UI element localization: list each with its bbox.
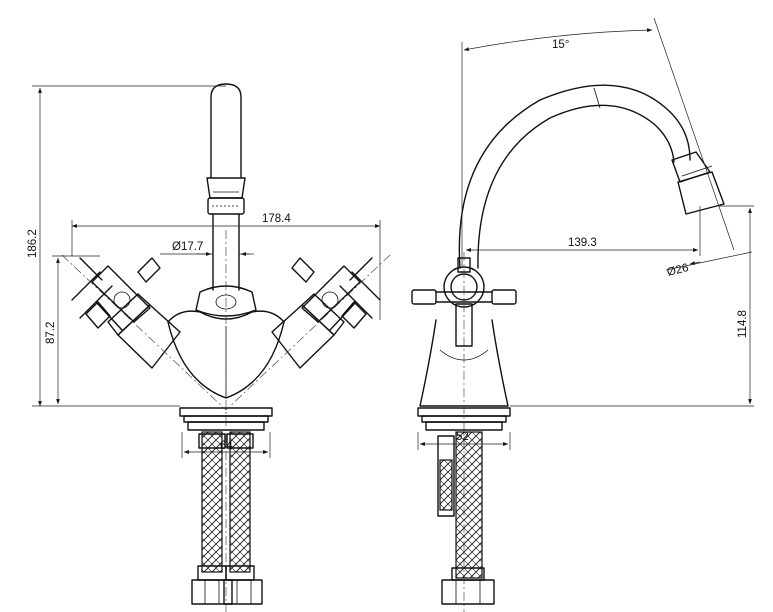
front-left-valve — [71, 257, 181, 369]
side-handle-right — [491, 289, 517, 305]
side-view — [411, 84, 725, 612]
front-aerator — [206, 177, 246, 199]
front-view — [61, 83, 391, 612]
front-right-hose — [229, 431, 251, 573]
front-spout-tube — [210, 83, 242, 179]
front-body — [167, 310, 285, 399]
dim-angle-arc — [463, 28, 653, 52]
front-dimensions: 186.2 178.4 Ø17.7 87.2 64 — [27, 85, 381, 458]
front-aerator-tip — [207, 197, 245, 215]
dim-angle-label: 15° — [552, 39, 569, 51]
dim-178-label: 178.4 — [262, 213, 291, 225]
side-dimensions: 15° 139.3 Ø26 114.8 52 — [417, 17, 754, 450]
side-handle-left — [411, 289, 437, 305]
dim-186-label: 186.2 — [27, 229, 39, 258]
front-left-hose — [201, 431, 223, 573]
front-right-valve — [271, 257, 381, 369]
dim-26-label: Ø26 — [666, 262, 690, 279]
side-hose — [455, 431, 483, 579]
dim-114-label: 114.8 — [737, 310, 749, 338]
side-spout-outer — [458, 84, 691, 269]
front-hub — [195, 285, 257, 317]
dim-52-label: 52 — [456, 431, 469, 443]
dim-87-label: 87.2 — [45, 322, 57, 344]
side-spout-inner — [477, 104, 675, 269]
dim-17-label: Ø17.7 — [172, 241, 203, 253]
dim-64-label: 64 — [220, 440, 233, 452]
dim-139-label: 139.3 — [568, 237, 597, 249]
